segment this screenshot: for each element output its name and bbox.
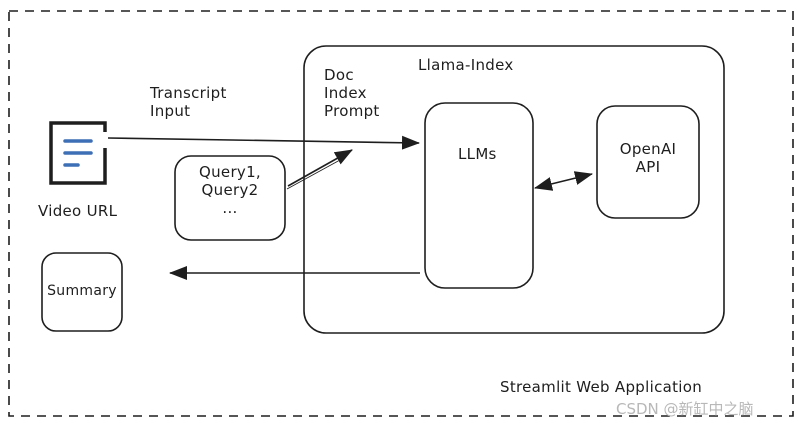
- streamlit-app-label: Streamlit Web Application: [500, 378, 703, 396]
- summary-label: Summary: [47, 283, 117, 299]
- llama-index-label: Llama-Index: [418, 56, 514, 74]
- queries-label: Query1, Query2 ...: [199, 163, 261, 217]
- document-icon: [49, 121, 107, 185]
- watermark: CSDN @新缸中之脑: [616, 400, 754, 418]
- streamlit-app-boundary: [8, 10, 794, 417]
- transcript-arrow: [107, 135, 420, 150]
- summary-box: [41, 252, 123, 332]
- llms-box: [424, 102, 534, 289]
- openai-api-box: [596, 105, 700, 219]
- llama-index-box: [303, 45, 725, 334]
- queries-box: [174, 155, 286, 241]
- llms-openai-arrow: [534, 171, 593, 191]
- openai-api-label: OpenAI API: [619, 140, 677, 176]
- transcript-input-label: Transcript Input: [150, 84, 227, 120]
- llms-label: LLMs: [458, 145, 497, 163]
- video-url-label: Video URL: [38, 202, 118, 220]
- doc-index-prompt-label: Doc Index Prompt: [324, 66, 380, 120]
- queries-arrow: [287, 149, 353, 187]
